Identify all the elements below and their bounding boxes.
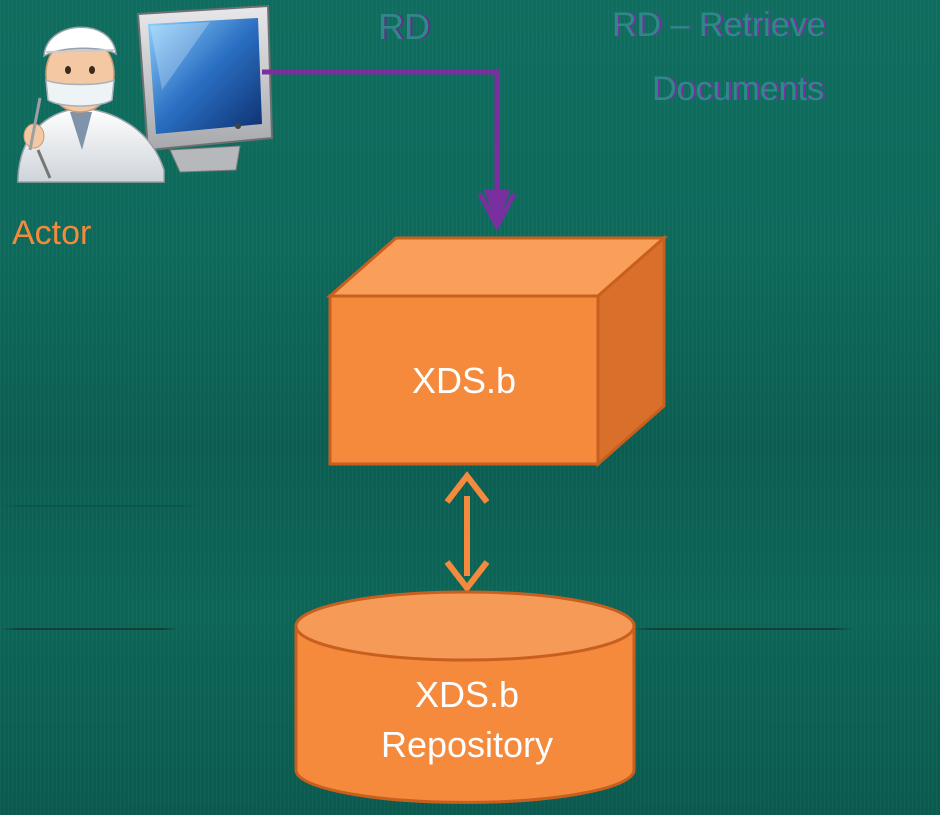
repository-label-line1: XDS.b <box>414 674 520 715</box>
background-line-right <box>630 628 855 630</box>
repository-label-line2: Repository <box>380 724 554 765</box>
repository-cylinder <box>294 590 636 804</box>
doctor-at-computer-icon <box>17 4 274 183</box>
monitor-icon <box>136 4 274 173</box>
xds-box <box>326 234 668 468</box>
legend-title: RD – Retrieve <box>612 6 826 44</box>
rd-transaction-arrow <box>262 69 500 190</box>
rd-transaction-label: RD <box>378 6 430 47</box>
bidirectional-arrow <box>444 471 490 593</box>
rd-arrow-head <box>484 190 510 224</box>
background-line-left-mid <box>0 505 200 507</box>
background-line-left <box>0 628 180 630</box>
rd-arrow-head-outline <box>477 192 517 232</box>
actor-label: Actor <box>12 214 92 252</box>
xds-box-label: XDS.b <box>411 360 517 401</box>
legend-subtitle: Documents <box>652 70 824 108</box>
